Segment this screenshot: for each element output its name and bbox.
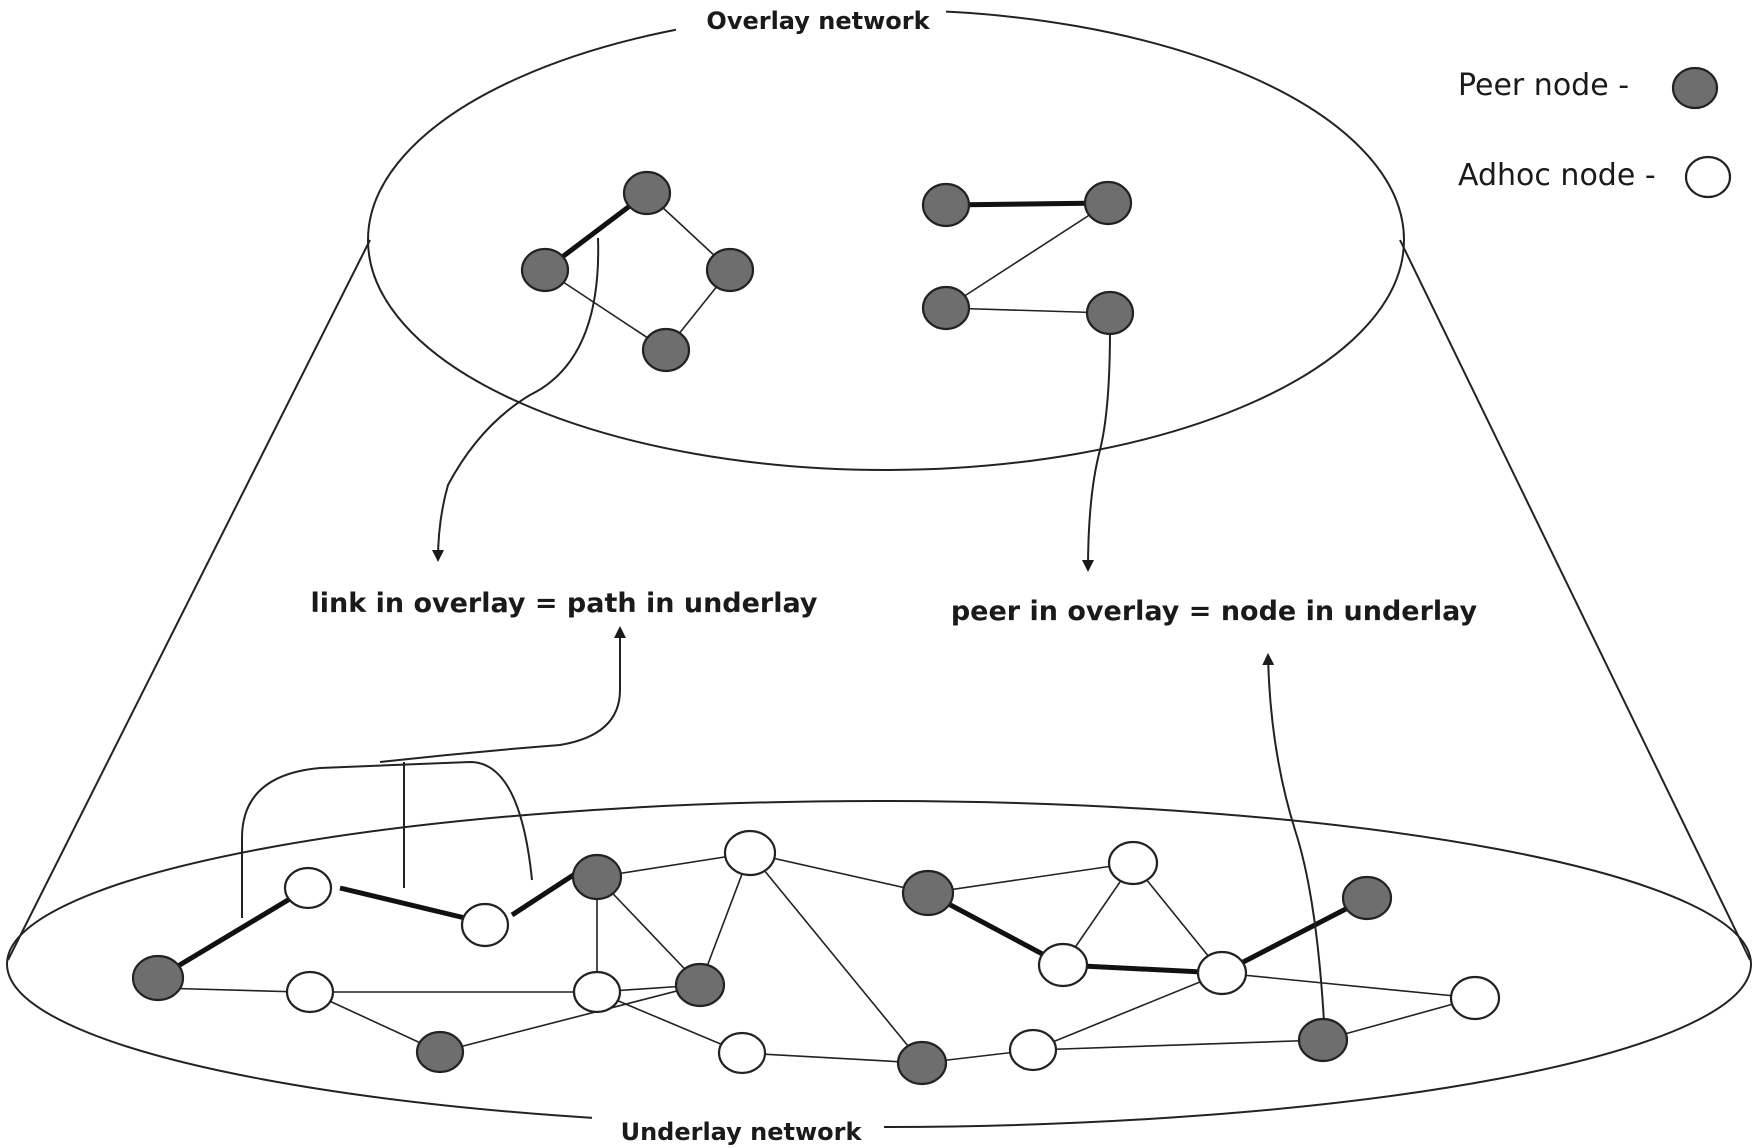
adhoc-node [717, 1031, 767, 1075]
adhoc-node [572, 970, 622, 1014]
underlay-edge [510, 869, 580, 918]
peer-node [622, 170, 672, 216]
underlay-edge [1032, 972, 1223, 1051]
peer-node [1297, 1017, 1349, 1063]
adhoc-node [723, 829, 777, 877]
overlay-nodes [520, 170, 1135, 373]
underlay-edge [1322, 997, 1476, 1041]
peer-node [131, 954, 185, 1002]
adhoc-node [283, 866, 333, 910]
underlay-ellipse [6, 800, 1752, 1128]
peer-node [921, 285, 971, 331]
overlay-cluster-left [543, 191, 731, 351]
overlay-network-label: Overlay network [706, 7, 930, 35]
underlay-label-mask [592, 1112, 884, 1148]
underlay-edge [741, 1052, 923, 1064]
overlay-edge [945, 307, 1111, 314]
overlay-peer-arrow [1082, 329, 1111, 572]
peer-equation-label: peer in overlay = node in underlay [951, 596, 1478, 627]
peer-node [571, 853, 623, 901]
adhoc-node [1107, 840, 1159, 886]
overlay-link-arrow [432, 237, 600, 562]
underlay-edge [309, 991, 441, 1053]
peer-node [415, 1030, 465, 1074]
adhoc-node [1449, 975, 1501, 1021]
underlay-edge [1220, 895, 1369, 976]
underlay-edge [749, 852, 923, 1064]
underlay-edge [1221, 972, 1476, 999]
legend-adhoc-label: Adhoc node - [1458, 158, 1656, 193]
adhoc-node [285, 970, 335, 1014]
legend-peer-swatch [1671, 66, 1719, 110]
peer-node [674, 962, 726, 1008]
underlay-edge [439, 984, 701, 1053]
peer-node [1341, 875, 1393, 921]
underlay-edge [596, 876, 701, 986]
peer-node [1085, 290, 1135, 336]
underlay-path-bracket [241, 626, 626, 918]
frustum-right-edge [1399, 239, 1751, 961]
peer-node [705, 247, 755, 293]
underlay-edge [156, 885, 310, 981]
underlay-nodes [131, 829, 1501, 1086]
legend-peer-label: Peer node - [1458, 68, 1629, 103]
underlay-edge [596, 991, 743, 1054]
underlay-edge [927, 862, 1134, 894]
frustum-left-edge [7, 239, 371, 961]
legend: Peer node - Adhoc node - [1458, 66, 1732, 199]
peer-node [901, 869, 955, 917]
adhoc-node [1196, 950, 1248, 996]
overlay-ellipse [367, 9, 1405, 471]
legend-adhoc-swatch [1684, 155, 1732, 199]
adhoc-node [1008, 1028, 1058, 1072]
underlay-node-arrow [1262, 653, 1326, 1041]
overlay-edge [945, 202, 1109, 309]
underlay-edge [157, 987, 301, 993]
overlay-label-mask [676, 2, 946, 38]
peer-node [896, 1040, 948, 1086]
path-bracket-outline [241, 760, 533, 918]
path-to-label-arrow [379, 626, 626, 763]
underlay-network-label: Underlay network [621, 1118, 863, 1146]
underlay-edges [156, 852, 1476, 1064]
underlay-edge [1032, 1039, 1324, 1051]
underlay-edge [1062, 962, 1223, 976]
overlay-cluster-right [945, 200, 1111, 314]
peer-node [921, 182, 971, 228]
link-equation-label: link in overlay = path in underlay [310, 588, 817, 619]
peer-node [520, 247, 570, 293]
underlay-edge [749, 852, 929, 894]
overlay-edge [544, 269, 667, 351]
adhoc-node [1037, 942, 1089, 988]
underlay-edge [339, 885, 466, 921]
peer-node [1083, 180, 1133, 226]
underlay-edge [1132, 862, 1223, 974]
peer-node [641, 327, 691, 373]
overlay-edge [945, 200, 1109, 208]
underlay-edge [699, 852, 751, 986]
underlay-edge [926, 890, 1065, 968]
adhoc-node [460, 902, 510, 948]
